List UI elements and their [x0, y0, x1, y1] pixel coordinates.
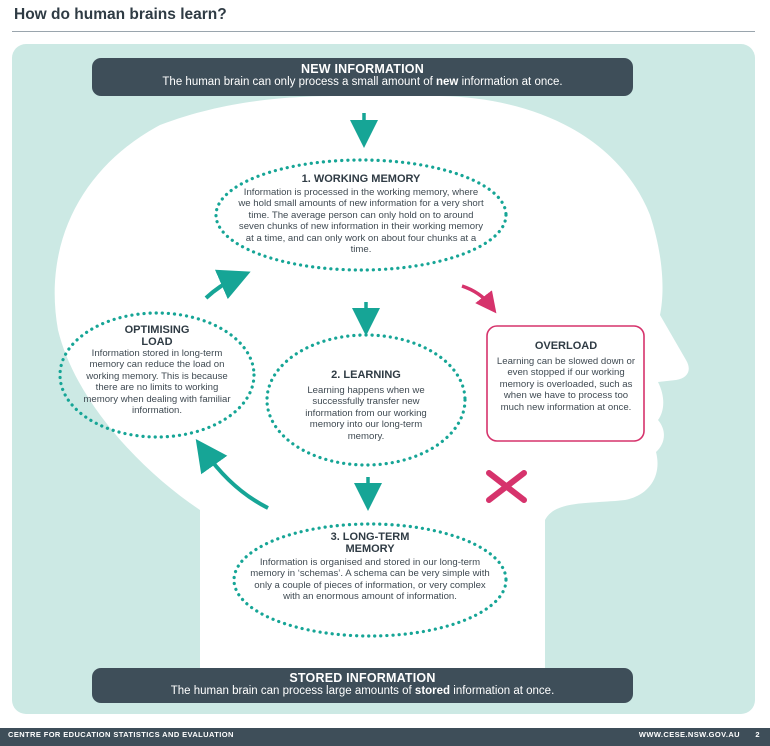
overload-node: OVERLOAD Learning can be slowed down or …	[496, 340, 636, 413]
stored-information-banner: STORED INFORMATION The human brain can p…	[92, 668, 633, 703]
arrow-optimising-to-working-memory	[204, 269, 251, 300]
title-divider	[12, 31, 755, 32]
long-term-memory-circle	[232, 522, 508, 638]
page-title: How do human brains learn?	[14, 6, 227, 23]
long-term-memory-title: 3. LONG-TERM MEMORY	[330, 531, 410, 555]
learning-title: 2. LEARNING	[331, 369, 401, 381]
overload-text: Learning can be slowed down or even stop…	[496, 356, 636, 413]
arrow-working-memory-to-overload	[461, 284, 497, 314]
stored-information-title: STORED INFORMATION	[289, 671, 436, 685]
new-information-text: The human brain can only process a small…	[162, 76, 563, 88]
new-information-banner: NEW INFORMATION The human brain can only…	[92, 58, 633, 96]
stored-information-text: The human brain can process large amount…	[170, 685, 555, 697]
overload-box	[486, 325, 645, 442]
head-silhouette	[54, 96, 689, 668]
long-term-memory-node: 3. LONG-TERM MEMORY Information is organ…	[250, 531, 490, 603]
working-memory-circle	[214, 158, 508, 272]
optimising-load-circle	[58, 311, 256, 439]
learning-text: Learning happens when we successfully tr…	[305, 385, 427, 442]
learning-node: 2. LEARNING Learning happens when we suc…	[296, 369, 436, 442]
long-term-memory-text: Information is organised and stored in o…	[250, 557, 490, 603]
working-memory-text: Information is processed in the working …	[238, 187, 484, 256]
working-memory-node: 1. WORKING MEMORY Information is process…	[238, 173, 484, 255]
optimising-load-title: OPTIMISING LOAD	[124, 324, 190, 348]
working-memory-title: 1. WORKING MEMORY	[301, 173, 421, 185]
page-footer: CENTRE FOR EDUCATION STATISTICS AND EVAL…	[0, 728, 770, 746]
optimising-load-node: OPTIMISING LOAD Information stored in lo…	[82, 324, 232, 416]
overload-title: OVERLOAD	[534, 340, 598, 352]
footer-url[interactable]: WWW.CESE.NSW.GOV.AU	[638, 730, 740, 739]
arrow-long-term-to-optimising	[195, 438, 269, 510]
new-information-title: NEW INFORMATION	[301, 62, 424, 76]
blocked-cross-icon	[486, 470, 527, 503]
footer-page-number: 2	[755, 730, 760, 739]
optimising-load-text: Information stored in long-term memory c…	[83, 348, 231, 417]
footer-org: CENTRE FOR EDUCATION STATISTICS AND EVAL…	[8, 730, 234, 739]
